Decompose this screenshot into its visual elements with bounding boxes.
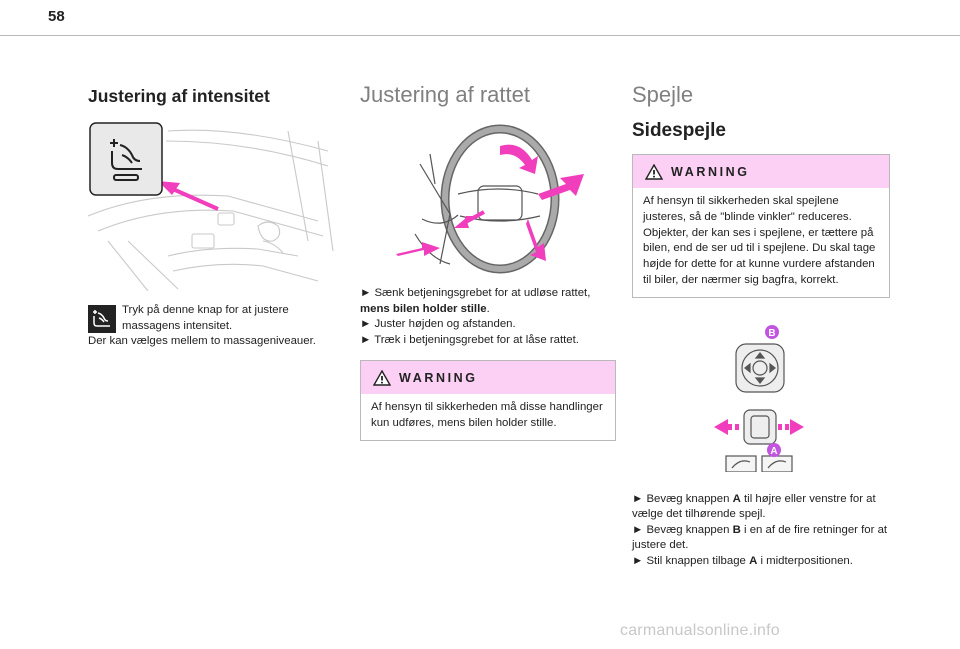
steering-wheel-illustration (360, 124, 616, 274)
steering-step-3: Træk i betjeningsgrebet for at låse ratt… (374, 333, 579, 346)
label-b: B (768, 328, 775, 339)
mirror-step-2-key: B (732, 523, 741, 536)
warning-title: WARNING (399, 370, 478, 385)
warning-icon (373, 369, 391, 386)
mirror-step-1-pre: Bevæg knappen (646, 492, 730, 505)
warning-title: WARNING (671, 164, 750, 179)
section-title-massage: Justering af intensitet (88, 86, 270, 106)
steering-step-1a: Sænk betjeningsgrebet for at udløse ratt… (374, 287, 591, 299)
warning-text: Af hensyn til sikkerheden skal spejlene … (643, 195, 876, 286)
column-massage: Justering af intensitet (87, 80, 338, 350)
warning-icon (645, 163, 663, 180)
mirror-step-2-pre: Bevæg knappen (646, 523, 730, 536)
label-a: A (770, 446, 777, 457)
mirror-step-3-post: i midterpositionen. (760, 554, 853, 567)
mirror-control-illustration: B A (632, 322, 890, 473)
header-rule (0, 35, 960, 36)
page-number: 58 (48, 8, 65, 25)
column-mirrors: Spejle Sidespejle WARNING Af hensyn til … (632, 80, 890, 569)
massage-text-2: massagens intensitet. (122, 319, 233, 332)
column-steering: Justering af rattet (360, 80, 616, 441)
mirror-step-2-post: i en af de fire retninger for at justere… (632, 523, 888, 552)
massage-text-3: Der kan vælges mellem to massageniveauer… (88, 335, 316, 347)
mirror-step-1-post: til højre eller venstre for at vælge det… (632, 492, 876, 521)
seat-button-illustration (87, 121, 338, 292)
steering-warning-box: WARNING Af hensyn til sikkerheden må dis… (360, 360, 616, 441)
mirror-step-1-key: A (732, 492, 741, 505)
section-title-steering: Justering af rattet (360, 82, 530, 107)
mirror-step-3-key: A (749, 554, 758, 567)
mirror-warning-box: WARNING Af hensyn til sikkerheden skal s… (632, 154, 890, 298)
mirror-steps: ► Bevæg knappen A til højre eller venstr… (632, 492, 888, 567)
subsection-title-side-mirrors: Sidespejle (632, 120, 726, 141)
steering-steps: ► Sænk betjeningsgrebet for at udløse ra… (360, 287, 591, 346)
massage-intensity-icon (88, 305, 116, 333)
steering-step-1b: mens bilen holder stille (360, 302, 487, 315)
watermark-footer: carmanualsonline.info (620, 622, 780, 639)
steering-step-2: Juster højden og afstanden. (374, 318, 516, 330)
section-title-mirrors: Spejle (632, 82, 694, 107)
warning-text: Af hensyn til sikkerheden må disse handl… (371, 401, 603, 429)
massage-text-1: Tryk på denne knap for at justere (122, 304, 289, 316)
mirror-step-3-pre: Stil knappen tilbage (646, 554, 746, 567)
